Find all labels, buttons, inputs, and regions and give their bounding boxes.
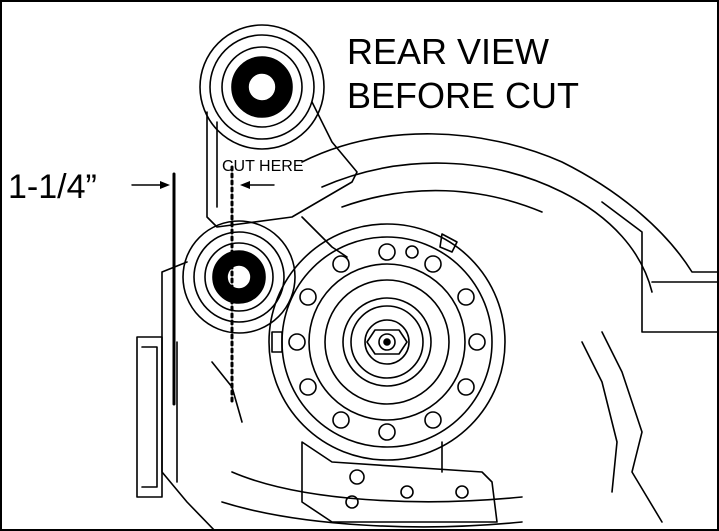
housing-outline [301,133,717,273]
housing-lower-right [601,331,663,523]
hub-bolt-holes [288,243,486,441]
mounting-plate [301,441,498,523]
tab-detail-2 [439,233,458,253]
bracket-side-tab [136,336,163,498]
flange-holes [345,245,469,509]
upper-bushing [199,24,325,150]
housing-inner-arc-2 [341,189,543,213]
cut-here-label: CUT HERE [222,158,304,175]
housing-inner-arc [321,162,653,293]
gusset-upper [301,216,348,258]
tab-detail [271,331,283,353]
gusset-lower [211,361,243,423]
measurement-arrow-head [160,181,170,189]
title-line-1: REAR VIEW [347,31,550,72]
housing-bottom-edge [231,471,523,503]
housing-lower-right-2 [581,341,618,493]
measurement-label: 1-1/4” [8,168,97,206]
bracket-side-tab-inner [141,346,158,488]
title-line-2: BEFORE CUT [347,75,580,116]
lower-bushing [182,220,296,334]
housing-bottom-edge-2 [221,501,523,528]
cut-arrow-head [240,181,250,189]
housing-flange-right [601,201,717,333]
upper-arm-body [206,101,358,228]
